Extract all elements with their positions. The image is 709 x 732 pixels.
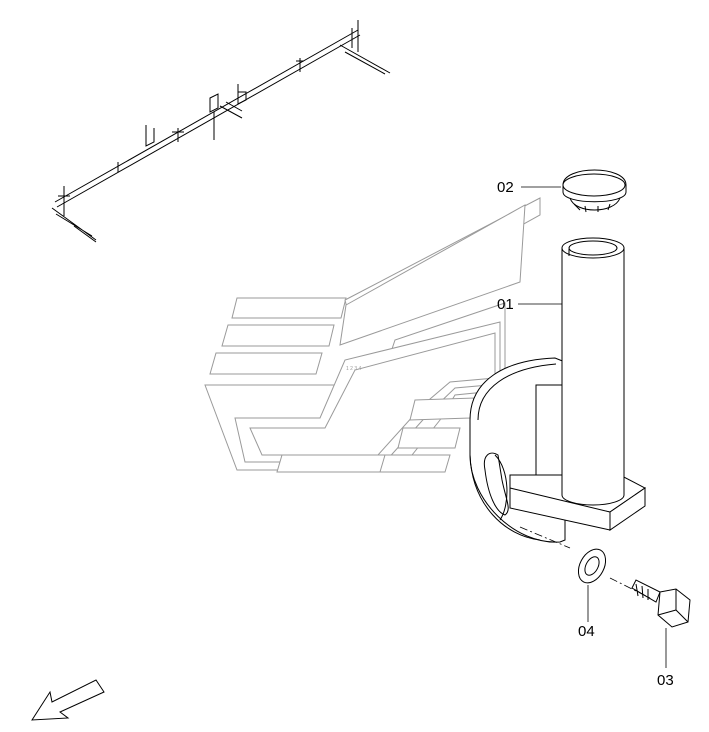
part-label-04: 04	[578, 623, 595, 640]
bolt-part	[631, 579, 691, 628]
cap-part	[562, 169, 627, 213]
assembly-center-line	[519, 526, 651, 599]
overview-frame-assembly	[51, 20, 391, 243]
pipe-part	[561, 237, 625, 506]
overview-small-label: 1 2 3 4	[346, 366, 362, 372]
washer-part	[577, 548, 607, 584]
arrow-down-left-icon	[31, 679, 105, 721]
part-label-02: 02	[497, 179, 514, 196]
part-label-03: 03	[657, 672, 674, 689]
part-label-01: 01	[497, 296, 514, 313]
